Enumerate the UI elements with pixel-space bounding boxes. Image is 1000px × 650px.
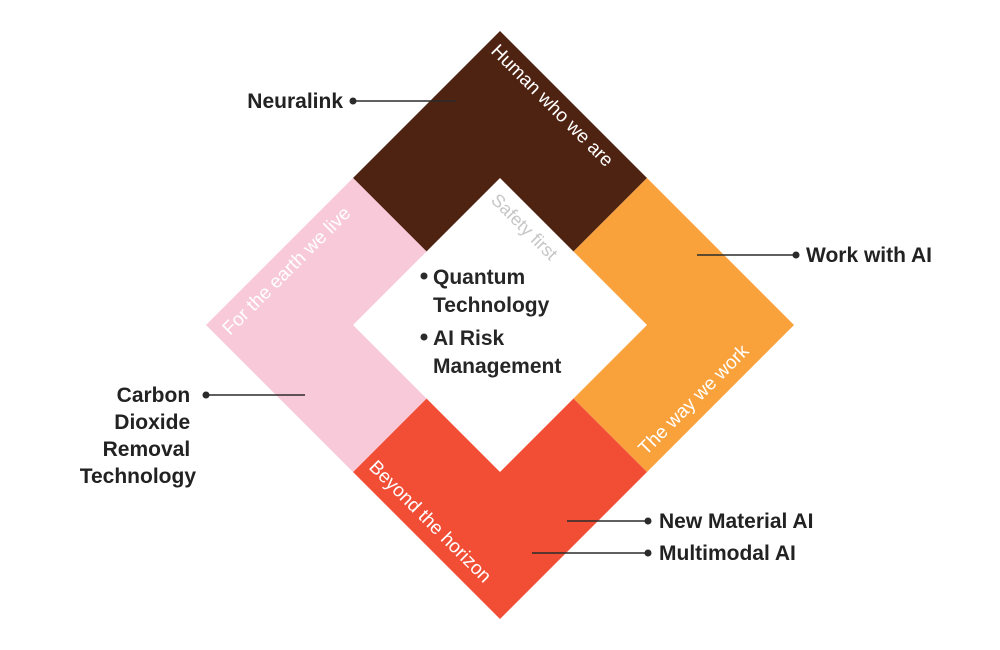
callout-bottom-2: Multimodal AI [532,542,796,565]
callout-left-line-1: Carbon [117,384,191,407]
svg-text:Carbon Dioxide Rem: Carbon Dioxide Removal Technology [80,384,197,488]
leader-dot [644,549,652,557]
center-item-1-line-1: Quantum [433,266,525,289]
callout-top: Neuralink [247,90,456,113]
callout-right: Work with AI [697,244,932,267]
center-item-2-line-2: Management [433,355,561,378]
center-item-1-line-2: Technology [433,294,550,317]
bullet-dot [420,272,428,280]
callout-top-label: Neuralink [247,90,343,113]
bullet-dot [420,333,428,341]
center-panel [353,178,647,472]
callout-left: Carbon Dioxide Removal Technology [80,384,305,488]
svg-text:Quantum Technology: Quantum Technology [433,266,550,317]
callout-bottom-2-label: Multimodal AI [659,542,796,565]
callout-left-line-3: Removal [103,438,191,461]
diamond [206,31,794,619]
callout-left-line-2: Dioxide [114,411,190,434]
center-item-2-line-1: AI Risk [433,327,505,350]
callout-bottom-1-label: New Material AI [659,510,813,533]
leader-dot [792,251,800,259]
center-item-2: AI Risk Management [420,327,561,378]
leader-dot [644,517,652,525]
callout-right-label: Work with AI [806,244,932,267]
svg-text:AI Risk Management: AI Risk Management [433,327,561,378]
callout-left-line-4: Technology [80,465,197,488]
callout-bottom-1: New Material AI [567,510,813,533]
center-item-1: Quantum Technology [420,266,550,317]
